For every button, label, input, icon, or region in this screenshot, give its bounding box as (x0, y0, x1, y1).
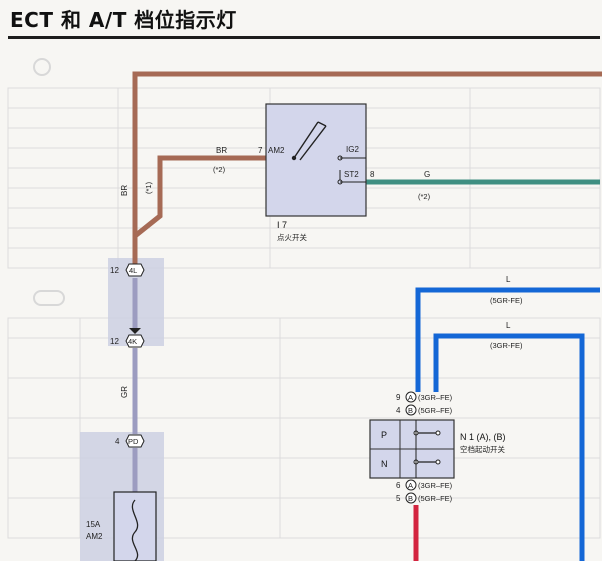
ignition-switch-contact (293, 121, 319, 159)
switch-pin-4: 4 (396, 406, 401, 415)
wire-label-br-left: BR (120, 185, 129, 196)
ghost-pill-icon (33, 290, 65, 306)
connector-PD: 4 PD (115, 434, 145, 448)
blue-wire (415, 287, 600, 561)
switch-pin-5-note: (5GR–FE) (418, 494, 453, 503)
fuse-rating: 15A (86, 520, 101, 529)
fuse-name: AM2 (86, 532, 103, 541)
ignition-switch-name: 点火开关 (277, 232, 307, 242)
switch-position-p: P (381, 430, 387, 440)
switch-position-n: N (381, 459, 388, 469)
wire-note-br-left: (*1) (144, 181, 153, 194)
wire-note-l-5gr: (5GR-FE) (490, 296, 523, 305)
switch-pin-4-letter: B (408, 406, 413, 415)
ignition-switch-pin7: 7 (258, 146, 263, 155)
switch-bottom-pins: 6 A (3GR–FE) 5 B (5GR–FE) (396, 479, 453, 504)
fuse-am2: 15A AM2 (86, 491, 157, 561)
title-rule (8, 36, 600, 39)
neutral-switch-name: N 1 (A), (B) (460, 432, 506, 442)
page-title: ECT 和 A/T 档位指示灯 (10, 8, 237, 32)
connector-4L: 12 4L (110, 263, 145, 277)
fuse-icon (131, 499, 139, 561)
wire-label-gr: GR (120, 386, 129, 398)
switch-pin-6-letter: A (408, 481, 413, 490)
switch-pin-6: 6 (396, 481, 401, 490)
switch-pin-5: 5 (396, 494, 401, 503)
switch-pin-4-note: (5GR–FE) (418, 406, 453, 415)
switch-pin-6-note: (3GR–FE) (418, 481, 453, 490)
ghost-circle-icon (33, 58, 51, 76)
wire-label-br-top: BR (216, 146, 227, 155)
ignition-switch-code: I 7 (277, 220, 287, 230)
connector-4K-id: 4K (128, 337, 137, 346)
ignition-switch: AM2 IG2 ST2 7 8 I 7 点火开关 (258, 103, 375, 242)
neutral-switch-desc: 空档起动开关 (460, 444, 505, 454)
connector-4L-id: 4L (129, 266, 137, 275)
wire-label-l-3gr: L (506, 321, 511, 330)
wire-note-br-top: (*2) (213, 165, 226, 174)
brown-wire (132, 71, 602, 265)
ignition-switch-st2-label: ST2 (344, 170, 359, 179)
switch-pin-5-letter: B (408, 494, 413, 503)
neutral-start-switch: P N N 1 (A), (B) 空档起动开关 (369, 419, 506, 479)
switch-top-pins: 9 A (3GR–FE) 4 B (5GR–FE) (396, 391, 453, 416)
switch-pin-9-note: (3GR–FE) (418, 393, 453, 402)
connector-4K: 12 4K (110, 328, 145, 348)
wire-label-g: G (424, 170, 430, 179)
ignition-switch-pin8: 8 (370, 170, 375, 179)
wire-label-l-5gr: L (506, 275, 511, 284)
ignition-switch-ig2-label: IG2 (346, 145, 359, 154)
switch-pin-9: 9 (396, 393, 401, 402)
wire-note-g: (*2) (418, 192, 431, 201)
connector-PD-id: PD (128, 437, 139, 446)
connector-4L-pin: 12 (110, 266, 119, 275)
wire-note-l-3gr: (3GR-FE) (490, 341, 523, 350)
ignition-switch-am2-label: AM2 (268, 146, 285, 155)
connector-PD-pin: 4 (115, 437, 120, 446)
switch-pin-9-letter: A (408, 393, 413, 402)
connector-4K-pin: 12 (110, 337, 119, 346)
